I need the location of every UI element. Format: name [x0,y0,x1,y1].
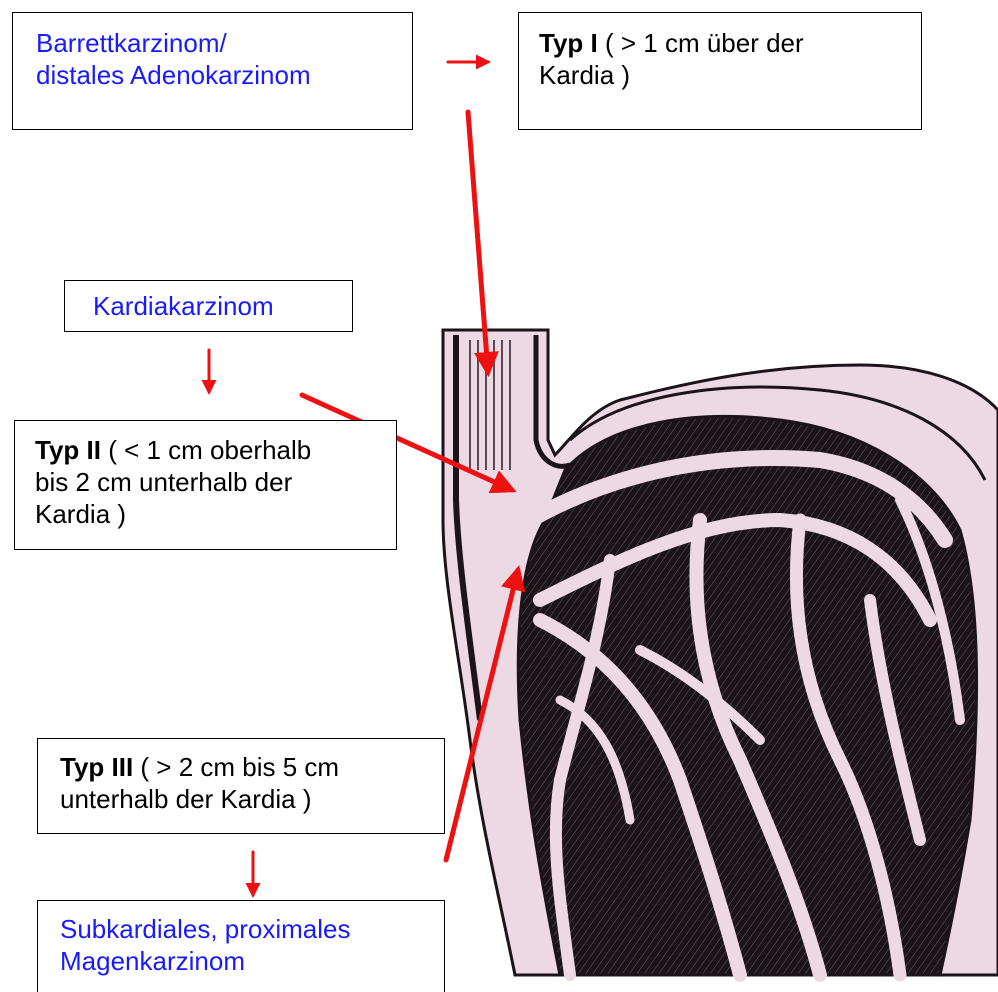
kardia-label-box: Kardiakarzinom [64,280,353,332]
typ2-bold: Typ II [35,435,101,465]
typ1-line2: Kardia ) [539,59,921,91]
typ2-line3: Kardia ) [35,498,396,530]
typ3-bold: Typ III [60,752,133,782]
typ2-line2: bis 2 cm unterhalb der [35,466,396,498]
typ1-box: Typ I ( > 1 cm über der Kardia ) [518,12,922,130]
typ1-rest: ( > 1 cm über der [598,28,804,58]
barrett-label-box: Barrettkarzinom/ distales Adenokarzinom [12,12,413,130]
subkardial-line2: Magenkarzinom [60,945,444,977]
kardia-text: Kardiakarzinom [93,290,352,322]
subkardial-line1: Subkardiales, proximales [60,913,444,945]
typ3-box: Typ III ( > 2 cm bis 5 cm unterhalb der … [37,738,445,834]
typ2-box: Typ II ( < 1 cm oberhalb bis 2 cm unterh… [14,420,397,550]
barrett-line2: distales Adenokarzinom [36,59,412,91]
typ1-bold: Typ I [539,28,598,58]
typ3-line1: Typ III ( > 2 cm bis 5 cm [60,751,444,783]
subkardial-label-box: Subkardiales, proximales Magenkarzinom [37,900,445,992]
typ2-line1: Typ II ( < 1 cm oberhalb [35,434,396,466]
barrett-line1: Barrettkarzinom/ [36,27,412,59]
typ2-rest: ( < 1 cm oberhalb [101,435,311,465]
typ1-line1: Typ I ( > 1 cm über der [539,27,921,59]
stomach-cross-section-icon [443,330,998,975]
typ3-rest: ( > 2 cm bis 5 cm [133,752,339,782]
typ3-line2: unterhalb der Kardia ) [60,783,444,815]
